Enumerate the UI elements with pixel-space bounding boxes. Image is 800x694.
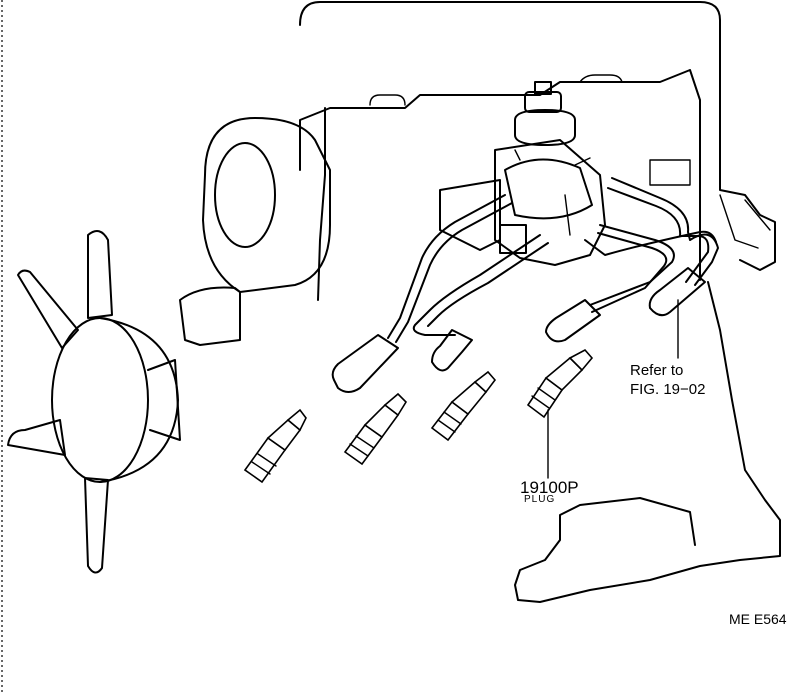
part-number-label: 19100P <box>520 478 579 497</box>
plug-boots <box>331 267 706 393</box>
figure-code-label: ME E564 <box>729 611 787 627</box>
cylinder-head-bumps <box>369 74 691 186</box>
boot-4 <box>648 267 706 317</box>
boot-1 <box>331 334 399 393</box>
distributor-housing <box>494 139 606 266</box>
fan-blade-upper-left <box>17 269 79 349</box>
spark-plug-1 <box>243 408 307 484</box>
vacuum-diaphragm <box>524 91 562 113</box>
fan-blade-right <box>147 359 181 441</box>
distributor-cap <box>504 158 593 220</box>
crank-pulley <box>214 142 276 248</box>
fan-blade-bottom <box>84 477 109 574</box>
distributor-flange <box>439 179 501 251</box>
distributor <box>439 81 606 266</box>
vacuum-advance-unit <box>514 109 576 146</box>
ignition-wires <box>387 177 719 343</box>
reference-label-line1: Refer to <box>630 362 684 379</box>
fan-blade-top <box>87 230 113 319</box>
boot-3 <box>545 299 601 343</box>
engine-block-outline <box>299 1 781 603</box>
fan-hub <box>51 317 149 483</box>
spark-plug-4 <box>526 348 594 419</box>
water-pump-housing <box>179 286 241 346</box>
spark-plug-2 <box>343 392 408 466</box>
reference-label-line2: FIG. 19−02 <box>630 381 706 398</box>
wire-2-inner <box>427 242 549 327</box>
distributor-base <box>499 224 527 254</box>
engine-mount-bracket <box>719 194 771 249</box>
wire-1-inner <box>395 202 513 343</box>
vacuum-nipple <box>534 81 552 95</box>
cooling-fan <box>7 230 181 574</box>
wire-4 <box>611 177 719 286</box>
wire-4-inner <box>607 187 710 283</box>
wire-3 <box>589 224 675 306</box>
part-name-label: PLUG <box>524 494 556 505</box>
distributor-cap-detail <box>514 149 591 236</box>
wire-3-inner <box>591 232 668 313</box>
wire-1 <box>387 194 506 339</box>
spark-plug-3 <box>430 370 497 442</box>
timing-cover <box>202 117 331 293</box>
wire-2 <box>412 234 541 336</box>
fan-hub-side <box>99 317 179 483</box>
coil-wire <box>584 230 717 256</box>
boot-2 <box>431 329 473 372</box>
